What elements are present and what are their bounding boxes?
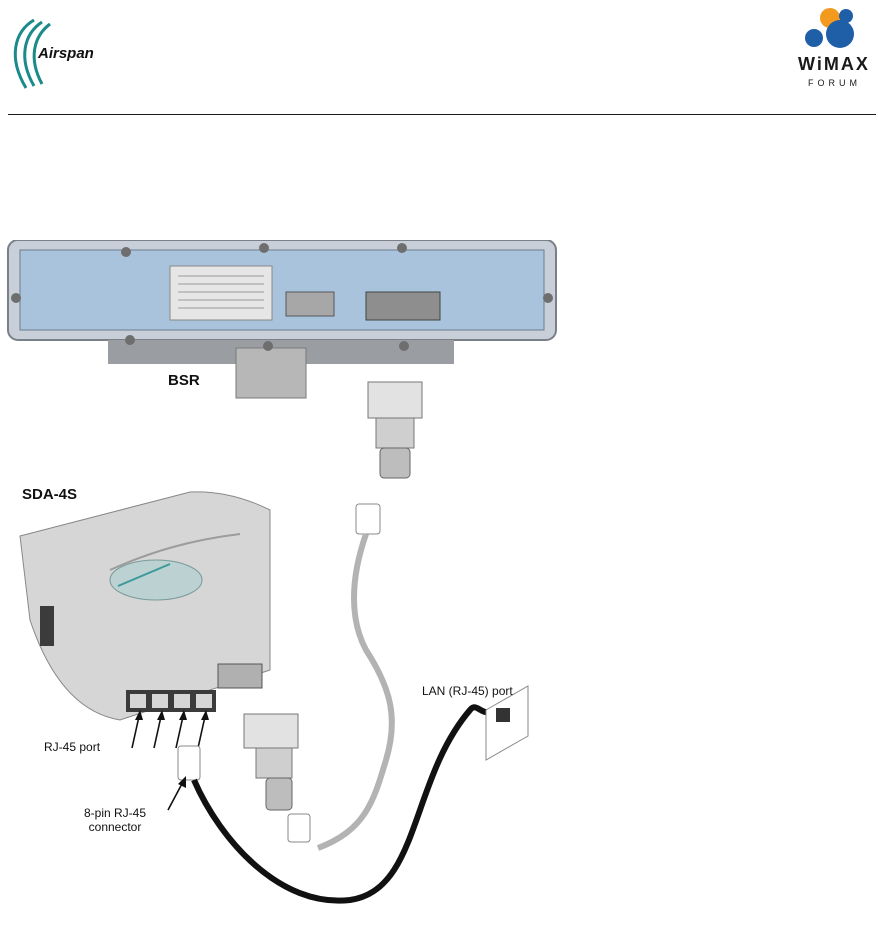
connection-diagram: BSR SDA-4S RJ-45 port 8-pin RJ-45 connec… [0, 240, 560, 942]
lan-port-label: LAN (RJ-45) port [422, 684, 513, 698]
bsr-serial-connector [368, 382, 422, 478]
bsr-unit [8, 240, 556, 398]
connector-label: 8-pin RJ-45 connector [84, 806, 146, 834]
bsr-label: BSR [168, 372, 200, 389]
black-cable [194, 707, 490, 900]
page-header: Airspan WiMAX FORUM [0, 0, 878, 116]
port-arrows [132, 712, 206, 748]
sda-4s-label: SDA-4S [22, 486, 77, 503]
rj45-port-label: RJ-45 port [44, 740, 100, 754]
header-rule [8, 114, 876, 115]
gray-cable [318, 534, 392, 848]
wimax-text: WiMAX [798, 54, 870, 74]
airspan-logo: Airspan [0, 8, 140, 98]
rj45-plug-top [356, 504, 380, 534]
sda-serial-connector [244, 714, 310, 842]
rj45-plug-sda [178, 746, 200, 780]
connector-label-line1: 8-pin RJ-45 [84, 806, 146, 820]
wimax-forum-logo: WiMAX FORUM [790, 4, 878, 104]
sda-4s-unit [20, 492, 270, 720]
connector-label-line2: connector [84, 820, 146, 834]
diagram-illustration [0, 240, 560, 942]
airspan-logo-text: Airspan [37, 45, 94, 62]
forum-text: FORUM [808, 78, 861, 88]
